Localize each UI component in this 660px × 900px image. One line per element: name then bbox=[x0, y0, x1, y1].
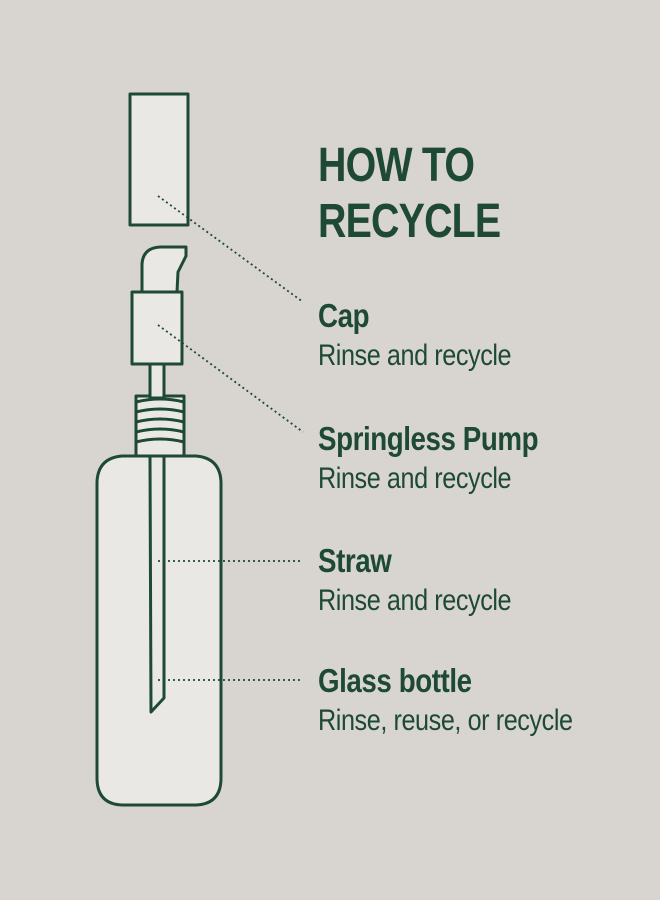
part-springless-pump: Springless Pump Rinse and recycle bbox=[318, 420, 580, 497]
thread-rings bbox=[135, 397, 185, 444]
part-action: Rinse and recycle bbox=[318, 584, 512, 617]
cap-shape bbox=[128, 92, 190, 227]
straw-shape bbox=[148, 454, 166, 714]
part-name: Cap bbox=[318, 297, 370, 334]
title-line-2: RECYCLE bbox=[318, 195, 501, 248]
part-cap: Cap Rinse and recycle bbox=[318, 297, 548, 374]
part-action: Rinse and recycle bbox=[318, 339, 512, 372]
bottle-neck-shape bbox=[134, 394, 186, 458]
part-glass-bottle: Glass bottle Rinse, reuse, or recycle bbox=[318, 662, 621, 739]
part-action: Rinse, reuse, or recycle bbox=[318, 704, 573, 737]
part-action: Rinse and recycle bbox=[318, 462, 512, 495]
part-name: Glass bottle bbox=[318, 662, 472, 699]
part-name: Straw bbox=[318, 542, 392, 579]
part-straw: Straw Rinse and recycle bbox=[318, 542, 548, 619]
title-line-1: HOW TO bbox=[318, 139, 475, 192]
pump-head-shape bbox=[130, 290, 184, 366]
pump-nozzle-shape bbox=[140, 245, 188, 294]
page-title: HOW TO RECYCLE bbox=[318, 138, 501, 250]
pump-leader-line bbox=[157, 324, 304, 433]
part-name: Springless Pump bbox=[318, 420, 539, 457]
pump-stem-shape bbox=[148, 360, 166, 400]
